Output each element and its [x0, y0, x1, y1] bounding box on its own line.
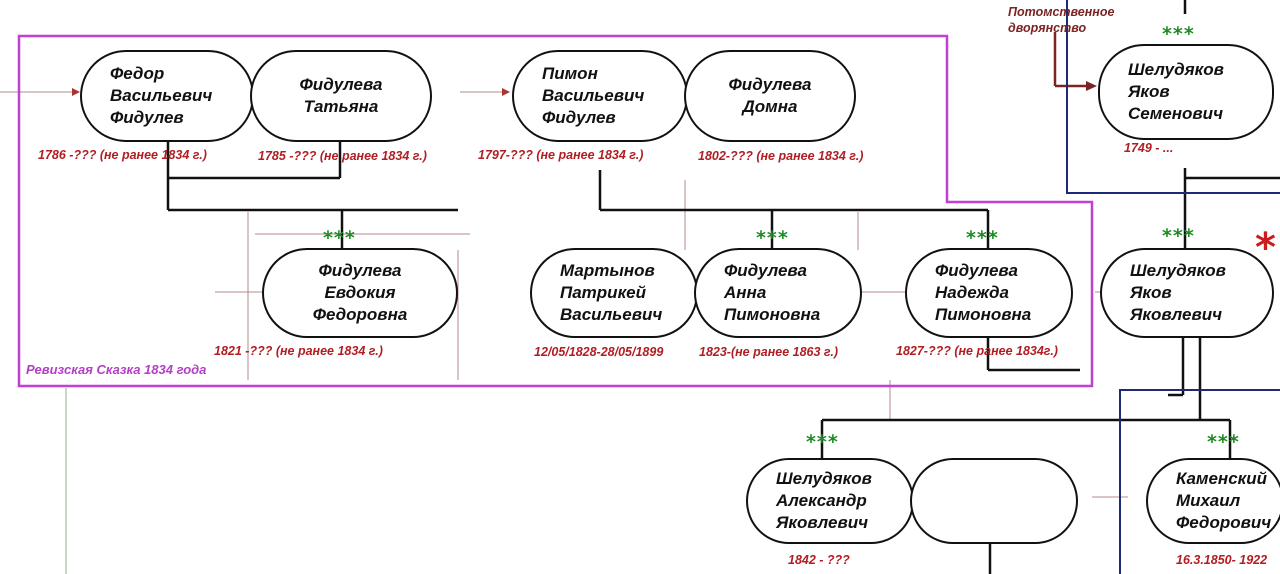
person-name: Каменский Михаил Федорович: [1176, 469, 1272, 532]
person-dates-tatyana: 1785 -??? (не ранее 1834 г.): [258, 149, 427, 163]
person-dates-fedor: 1786 -??? (не ранее 1834 г.): [38, 148, 207, 162]
person-node-kamenskiy: Каменский Михаил Федорович: [1146, 458, 1280, 544]
person-dates-domna: 1802-??? (не ранее 1834 г.): [698, 149, 864, 163]
person-dates-aleksandr: 1842 - ???: [788, 553, 850, 567]
red-mark: *: [1255, 225, 1276, 271]
person-node-yakov-yakovlevich: Шелудяков Яков Яковлевич: [1100, 248, 1274, 338]
person-name: Пимон Васильевич Фидулев: [542, 64, 645, 127]
person-node-fedor: Федор Васильевич Фидулев: [80, 50, 254, 142]
person-node-aleksandr: Шелудяков Александр Яковлевич: [746, 458, 914, 544]
person-node-tatyana: Фидулева Татьяна: [250, 50, 432, 142]
nobility-label: Потомственное дворянство: [1008, 5, 1115, 35]
person-name: Шелудяков Александр Яковлевич: [776, 469, 872, 532]
person-dates-anna: 1823-(не ранее 1863 г.): [699, 345, 839, 359]
person-name: Шелудяков Яков Яковлевич: [1130, 261, 1226, 324]
person-node-domna: Фидулева Домна: [684, 50, 856, 142]
person-dates-yakov-semenovich: 1749 - ...: [1124, 141, 1174, 155]
person-node-pimon: Пимон Васильевич Фидулев: [512, 50, 688, 142]
marriage-mark: ***: [1162, 23, 1195, 45]
marriage-mark: ***: [323, 227, 356, 249]
person-name: Мартынов Патрикей Васильевич: [560, 261, 663, 324]
person-dates-nadezhda: 1827-??? (не ранее 1834г.): [896, 344, 1058, 358]
person-dates-martynov: 12/05/1828-28/05/1899: [534, 345, 664, 359]
marriage-mark: ***: [966, 227, 999, 249]
marriage-mark: ***: [806, 431, 839, 453]
person-name: Шелудяков Яков Семенович: [1128, 60, 1224, 123]
person-node-unknown: [910, 458, 1078, 544]
marriage-mark: ***: [1207, 431, 1240, 453]
person-node-yakov-semenovich: Шелудяков Яков Семенович: [1098, 44, 1274, 140]
revision-label: Ревизская Сказка 1834 года: [26, 362, 207, 377]
person-dates-evdokiya: 1821 -??? (не ранее 1834 г.): [214, 344, 383, 358]
marriage-mark: ***: [1162, 225, 1195, 247]
person-node-nadezhda: Фидулева Надежда Пимоновна: [905, 248, 1073, 338]
marriage-mark: ***: [756, 227, 789, 249]
person-name: Фидулева Татьяна: [299, 75, 383, 116]
person-name: Федор Васильевич Фидулев: [110, 64, 213, 127]
person-dates-kamenskiy: 16.3.1850- 1922: [1176, 553, 1268, 567]
person-name: Фидулева Евдокия Федоровна: [312, 261, 408, 324]
person-node-evdokiya: Фидулева Евдокия Федоровна: [262, 248, 458, 338]
person-node-martynov: Мартынов Патрикей Васильевич: [530, 248, 698, 338]
person-name: Фидулева Надежда Пимоновна: [935, 261, 1032, 324]
person-dates-pimon: 1797-??? (не ранее 1834 г.): [478, 148, 644, 162]
person-name: Фидулева Домна: [728, 75, 812, 116]
person-name: Фидулева Анна Пимоновна: [724, 261, 821, 324]
person-node-anna: Фидулева Анна Пимоновна: [694, 248, 862, 338]
